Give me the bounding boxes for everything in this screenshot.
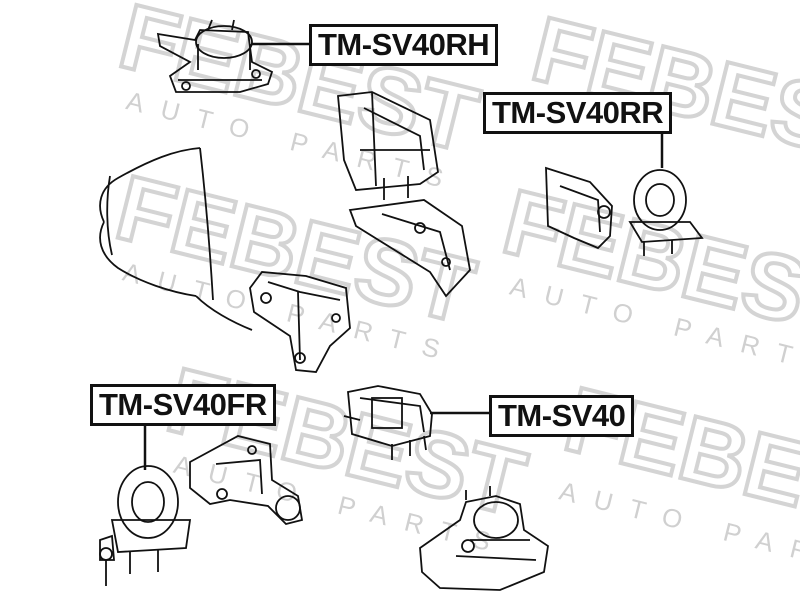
mount-sv40 xyxy=(343,385,433,460)
part-label-tm-sv40: TM-SV40 xyxy=(489,395,635,437)
part-label-tm-sv40rr: TM-SV40RR xyxy=(483,92,673,134)
part-label-tm-sv40rh: TM-SV40RH xyxy=(309,24,499,66)
bracket-fr xyxy=(189,435,304,525)
mount-rh xyxy=(156,19,274,93)
mount-fr xyxy=(99,465,192,586)
center-bracket xyxy=(337,91,471,298)
watermark-layer: FEBEST AUTO PARTS FEBEST FEBEST AUTO PAR… xyxy=(105,0,800,588)
engine-bracket xyxy=(249,271,351,373)
leader-lines xyxy=(143,42,664,470)
mount-bottom xyxy=(419,486,549,591)
part-label-tm-sv40fr: TM-SV40FR xyxy=(90,384,276,426)
mount-rr xyxy=(545,166,704,256)
engine-outline xyxy=(99,147,253,331)
